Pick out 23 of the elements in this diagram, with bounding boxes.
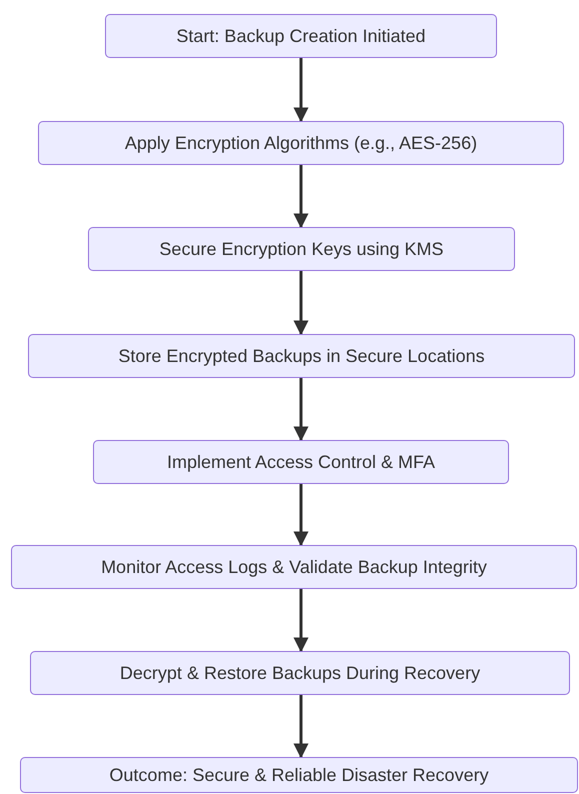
process-box — [11, 545, 577, 589]
arrow — [294, 165, 308, 228]
box-label: Apply Encryption Algorithms (e.g., AES-256) — [124, 132, 478, 154]
box-label: Outcome: Secure & Reliable Disaster Recovery — [109, 764, 489, 786]
arrow — [294, 271, 308, 336]
arrow — [294, 58, 308, 122]
box-label: Store Encrypted Backups in Secure Locations — [118, 346, 485, 366]
box-label: Monitor Access Logs & Validate Backup Integrity — [101, 556, 487, 578]
arrow — [294, 484, 308, 546]
arrow — [294, 695, 308, 758]
process-box — [28, 334, 575, 378]
process-box — [105, 14, 497, 58]
box-label: Start: Backup Creation Initiated — [176, 26, 426, 46]
process-box — [93, 440, 509, 484]
box-label: Secure Encryption Keys using KMS — [159, 238, 444, 260]
box-label: Implement Access Control & MFA — [166, 452, 436, 472]
process-box — [30, 651, 570, 695]
process-box — [20, 757, 578, 793]
process-box — [38, 121, 564, 165]
box-label: Decrypt & Restore Backups During Recovery — [120, 662, 480, 684]
process-box — [88, 227, 515, 271]
arrow — [294, 378, 308, 442]
arrow — [294, 589, 308, 652]
